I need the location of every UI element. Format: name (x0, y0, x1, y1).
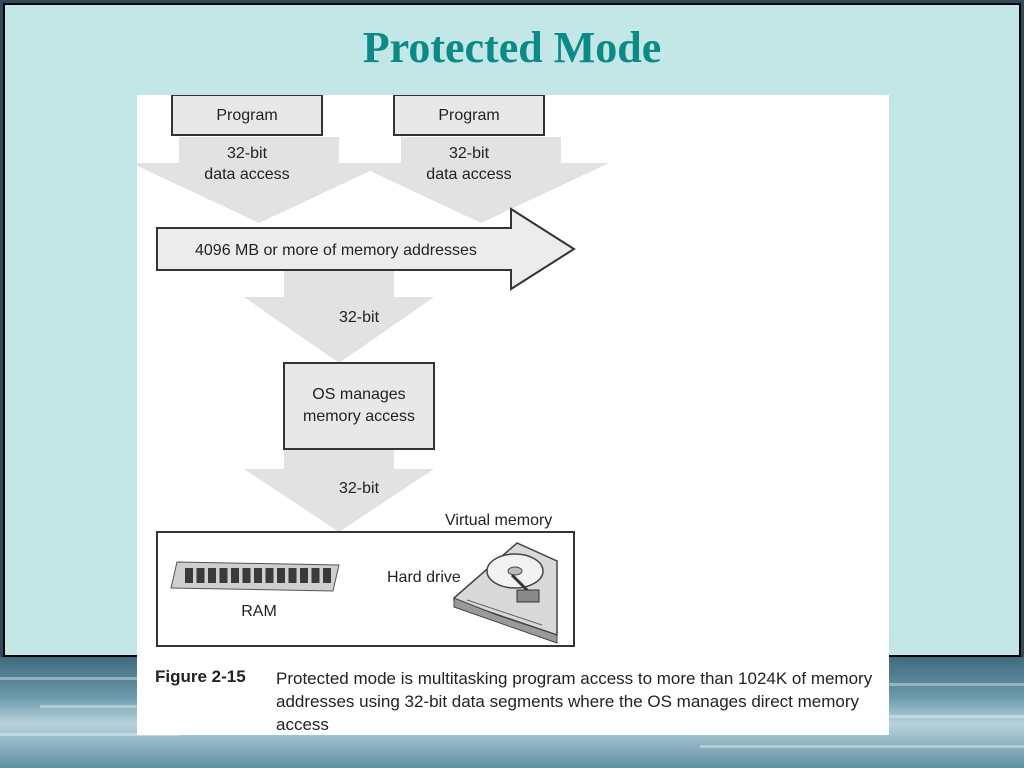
program-box-left (171, 95, 323, 136)
bit-label-1: 32-bit (339, 309, 380, 326)
ram-chip (323, 568, 331, 583)
ram-chip (185, 568, 193, 583)
bit-label-2: 32-bit (339, 480, 380, 497)
ram-icon (170, 561, 340, 592)
hard-drive-icon (453, 542, 558, 644)
bit-arrow-2 (244, 445, 434, 532)
figure-caption-text: Protected mode is multitasking program a… (276, 669, 873, 734)
virtual-memory-label: Virtual memory (445, 512, 552, 529)
ram-chip (208, 568, 216, 583)
ram-label: RAM (241, 603, 277, 620)
access-left-line1: 32-bit (227, 145, 268, 162)
program-label-left: Program (216, 107, 277, 124)
program-box-right (393, 95, 545, 136)
access-arrow-left (137, 137, 387, 223)
ram-chip (254, 568, 262, 583)
os-box (283, 362, 435, 450)
figure: Program Program 32-bit data access 32-bi… (137, 95, 889, 735)
ram-chip (288, 568, 297, 583)
protected-mode-diagram: Program Program 32-bit data access 32-bi… (137, 95, 609, 647)
access-arrow-right (353, 137, 609, 223)
ram-chip (265, 568, 274, 583)
ram-chip (300, 568, 308, 583)
ram-chip (196, 568, 205, 583)
ram-chip (219, 568, 228, 583)
os-label-line2: memory access (303, 408, 415, 425)
ram-chip (311, 568, 320, 583)
ram-chip (277, 568, 285, 583)
memory-addresses-arrow (156, 207, 576, 291)
access-right-line2: data access (426, 166, 511, 183)
figure-caption-label: Figure 2-15 (155, 667, 246, 686)
slide-title: Protected Mode (362, 23, 662, 72)
os-label-line1: OS manages (312, 386, 405, 403)
ram-chip (231, 568, 239, 583)
access-right-line1: 32-bit (449, 145, 490, 162)
bit-arrow-1 (244, 271, 434, 363)
ram-chip (242, 568, 251, 583)
memory-addresses-label: 4096 MB or more of memory addresses (195, 242, 477, 259)
hard-drive-label: Hard drive (387, 569, 461, 586)
access-left-line2: data access (204, 166, 289, 183)
program-label-right: Program (438, 107, 499, 124)
